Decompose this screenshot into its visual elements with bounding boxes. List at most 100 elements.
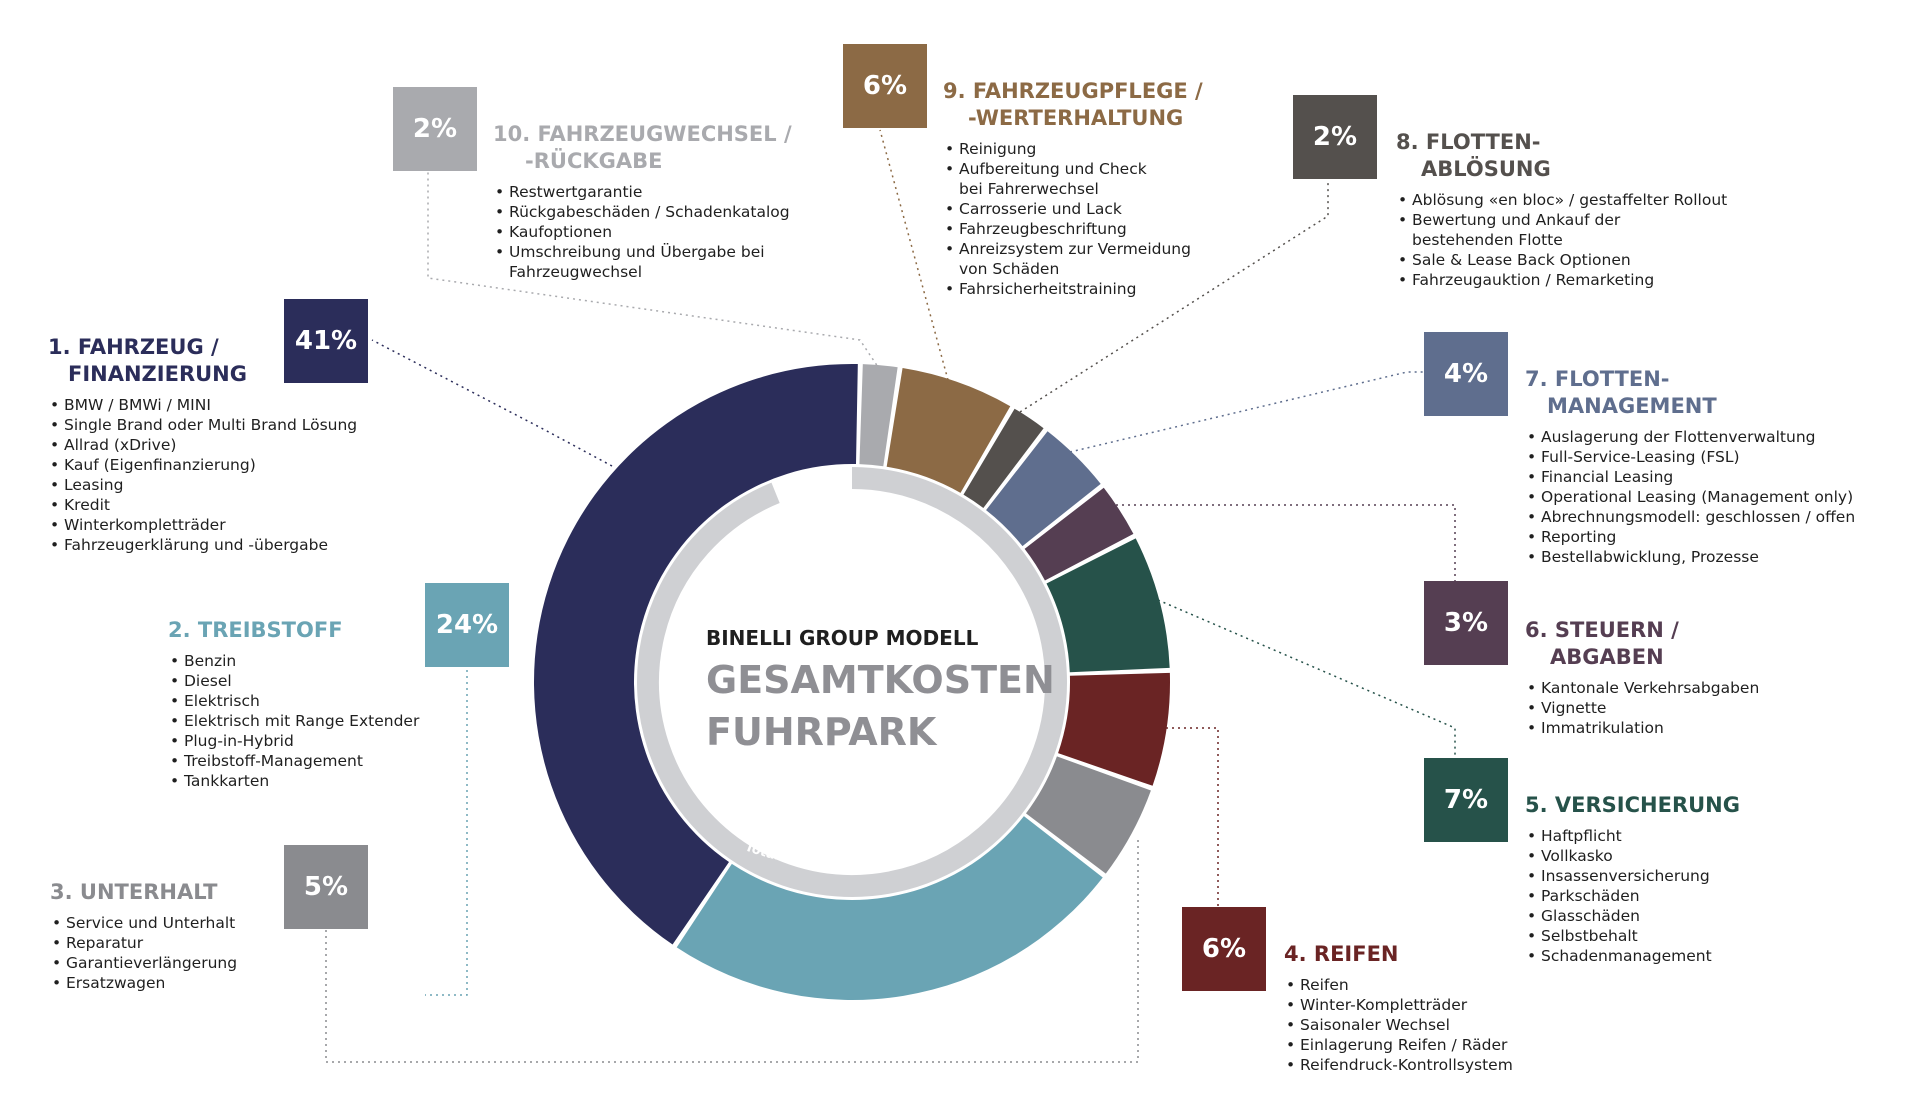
category-item: Immatrikulation	[1525, 718, 1759, 738]
category-item: Kauf (Eigenfinanzierung)	[48, 455, 357, 475]
category-item: Reporting	[1525, 527, 1855, 547]
category-item: Rückgabeschäden / Schadenkatalog	[493, 202, 792, 222]
category-item: Bestellabwicklung, Prozesse	[1525, 547, 1855, 567]
category-title: 6. STEUERN /ABGABEN	[1525, 618, 1679, 669]
leader-lines	[325, 129, 1456, 1063]
category-item: Reifendruck-Kontrollsystem	[1284, 1055, 1513, 1075]
category-title: 3. UNTERHALT	[50, 880, 218, 904]
category-item: Selbstbehalt	[1525, 926, 1740, 946]
donut-slice-7	[986, 431, 1101, 547]
category-items: Service und UnterhaltReparaturGarantieve…	[50, 913, 237, 993]
category-steuern: 6. STEUERN /ABGABEN Kantonale Verkehrsab…	[1525, 617, 1759, 738]
category-item: Reinigung	[943, 139, 1203, 159]
category-title: 2. TREIBSTOFF	[168, 618, 343, 642]
chart-title-line1: GESAMTKOSTEN	[706, 658, 1055, 702]
pct-box-flottenabloesung: 2%	[1293, 95, 1377, 179]
category-treibstoff: 2. TREIBSTOFF BenzinDieselElektrischElek…	[168, 617, 419, 791]
inner-ring	[637, 467, 1067, 897]
chart-center: BINELLI GROUP MODELL GESAMTKOSTEN FUHRPA…	[706, 626, 1055, 754]
chart-subtitle: BINELLI GROUP MODELL	[706, 626, 979, 650]
pct-box-unterhalt: 5%	[284, 845, 368, 929]
category-items: BenzinDieselElektrischElektrisch mit Ran…	[168, 651, 419, 791]
category-item: Umschreibung und Übergabe bei	[493, 242, 792, 262]
donut-slice-6	[1024, 487, 1134, 581]
category-item: Ablösung «en bloc» / gestaffelter Rollou…	[1396, 190, 1727, 210]
category-item: Vignette	[1525, 698, 1759, 718]
donut-slice-8	[963, 408, 1044, 509]
leader-line-5	[1157, 599, 1456, 758]
category-item: Saisonaler Wechsel	[1284, 1015, 1513, 1035]
donut-slice-4	[1058, 672, 1171, 786]
category-flottenabloesung: 8. FLOTTEN-ABLÖSUNG Ablösung «en bloc» /…	[1396, 129, 1727, 290]
category-title: 5. VERSICHERUNG	[1525, 793, 1740, 817]
category-flottenmanagement: 7. FLOTTEN-MANAGEMENT Auslagerung der Fl…	[1525, 366, 1855, 567]
leader-line-4	[1160, 727, 1219, 907]
category-item: Restwertgarantie	[493, 182, 792, 202]
category-item: Winterkompletträder	[48, 515, 357, 535]
category-item: Diesel	[168, 671, 419, 691]
category-item: Tankkarten	[168, 771, 419, 791]
leader-line-8	[1019, 180, 1329, 413]
category-item: Full-Service-Leasing (FSL)	[1525, 447, 1855, 467]
category-item: BMW / BMWi / MINI	[48, 395, 357, 415]
donut-slice-1	[534, 364, 858, 945]
category-item: Sale & Lease Back Optionen	[1396, 250, 1727, 270]
category-item: bestehenden Flotte	[1412, 231, 1563, 249]
category-item: Elektrisch mit Range Extender	[168, 711, 419, 731]
leader-line-6	[1110, 504, 1456, 581]
category-item: Glasschäden	[1525, 906, 1740, 926]
category-item: Aufbereitung und Check	[943, 159, 1203, 179]
category-items: Ablösung «en bloc» / gestaffelter Rollou…	[1396, 190, 1727, 290]
category-item: Kaufoptionen	[493, 222, 792, 242]
donut-slice-5	[1046, 538, 1170, 673]
category-item: Reifen	[1284, 975, 1513, 995]
category-fahrzeug: 1. FAHRZEUG /FINANZIERUNG BMW / BMWi / M…	[48, 334, 357, 555]
leader-line-10	[427, 172, 881, 371]
category-title: 4. REIFEN	[1284, 942, 1399, 966]
category-item: Kantonale Verkehrsabgaben	[1525, 678, 1759, 698]
category-item: Bewertung und Ankauf der	[1396, 210, 1727, 230]
category-title: 9. FAHRZEUGPFLEGE /-WERTERHALTUNG	[943, 79, 1203, 130]
donut-slice-10	[859, 364, 898, 467]
category-title: 1. FAHRZEUG /FINANZIERUNG	[48, 335, 247, 386]
category-item: Elektrisch	[168, 691, 419, 711]
pct-box-fahrzeugwechsel: 2%	[393, 87, 477, 171]
inner-ring-arc	[637, 467, 1067, 897]
category-items: Auslagerung der FlottenverwaltungFull-Se…	[1525, 427, 1855, 567]
pct-box-fahrzeug: 41%	[284, 299, 368, 383]
category-item: Fahrsicherheitstraining	[943, 279, 1203, 299]
category-item: Benzin	[168, 651, 419, 671]
category-items: ReifenWinter-KompletträderSaisonaler Wec…	[1284, 975, 1513, 1075]
category-item: Allrad (xDrive)	[48, 435, 357, 455]
leader-line-3	[325, 840, 1139, 1063]
category-item: Financial Leasing	[1525, 467, 1855, 487]
category-item: Fahrzeugauktion / Remarketing	[1396, 270, 1727, 290]
donut-slice-9	[886, 368, 1011, 493]
category-item: Service und Unterhalt	[50, 913, 237, 933]
pct-box-versicherung: 7%	[1424, 758, 1508, 842]
category-item: Vollkasko	[1525, 846, 1740, 866]
category-item: Fahrzeugwechsel	[509, 263, 642, 281]
category-item: Haftpflicht	[1525, 826, 1740, 846]
category-item: Fahrzeugbeschriftung	[943, 219, 1203, 239]
category-item: bei Fahrerwechsel	[959, 180, 1099, 198]
category-item: Garantieverlängerung	[50, 953, 237, 973]
category-reifen: 4. REIFEN ReifenWinter-KompletträderSais…	[1284, 941, 1513, 1075]
chart-title-line2: FUHRPARK	[706, 710, 937, 754]
category-versicherung: 5. VERSICHERUNG HaftpflichtVollkaskoInsa…	[1525, 792, 1740, 966]
donut-slice-3	[1025, 756, 1151, 874]
category-item: von Schäden	[959, 260, 1060, 278]
category-title: 7. FLOTTEN-MANAGEMENT	[1525, 367, 1717, 418]
donut-slices	[534, 364, 1171, 1000]
category-item: Operational Leasing (Management only)	[1525, 487, 1855, 507]
category-item: Parkschäden	[1525, 886, 1740, 906]
pct-box-fahrzeugpflege: 6%	[843, 44, 927, 128]
category-item: Einlagerung Reifen / Räder	[1284, 1035, 1513, 1055]
category-item: Insassenversicherung	[1525, 866, 1740, 886]
category-item: Leasing	[48, 475, 357, 495]
category-items: RestwertgarantieRückgabeschäden / Schade…	[493, 182, 792, 282]
category-item: Single Brand oder Multi Brand Lösung	[48, 415, 357, 435]
category-title: 10. FAHRZEUGWECHSEL /-RÜCKGABE	[493, 122, 792, 173]
